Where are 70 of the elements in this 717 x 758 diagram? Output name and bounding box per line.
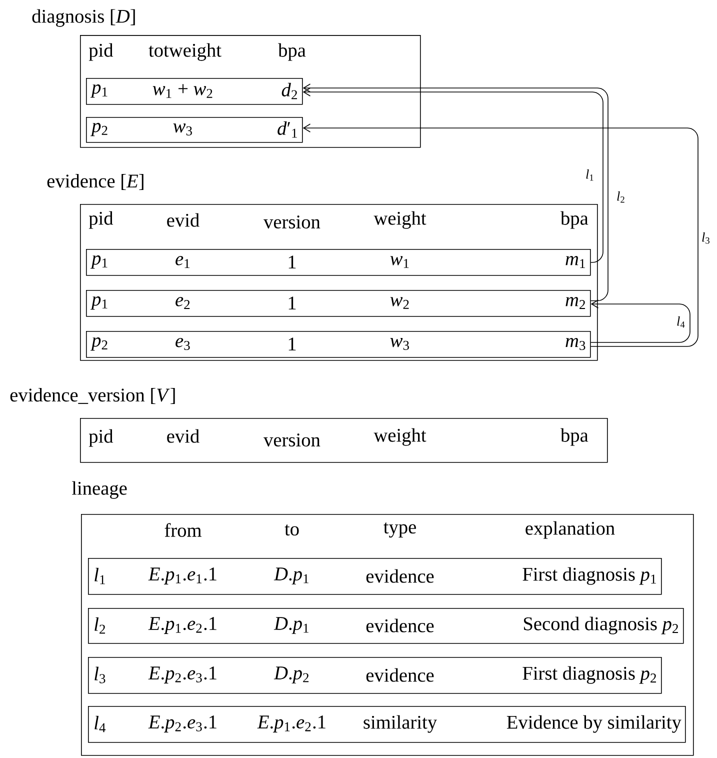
table-cell: p$_{1}$ <box>90 296 108 310</box>
column-header: explanation <box>526 521 615 539</box>
table-cell: m$_{3}$ <box>566 338 586 350</box>
table-cell: D.p$_{1}$ <box>274 617 308 634</box>
table-cell: m$_{2}$ <box>566 297 585 309</box>
column-header: type <box>384 522 416 538</box>
column-header: pid <box>88 211 114 229</box>
column-header: bpa <box>278 43 306 61</box>
column-header: pid <box>88 43 114 61</box>
table-cell: l$_{4}$ <box>94 716 106 732</box>
column-header: evid <box>167 213 200 227</box>
table-cell: l$_{2}$ <box>94 617 105 634</box>
column-header: bpa <box>560 428 588 446</box>
edge-label: l$_{1}$ <box>584 168 596 182</box>
column-header: to <box>284 524 299 536</box>
column-header: weight <box>374 211 426 229</box>
table-title: evidence [E] <box>47 174 144 190</box>
column-header: totweight <box>148 43 222 61</box>
column-header: evid <box>167 429 200 443</box>
table-cell: First diagnosis p$_{1}$ <box>522 567 656 585</box>
table-cell: m$_{1}$ <box>566 256 585 268</box>
edge-label: l$_{4}$ <box>675 315 687 329</box>
arrow <box>302 84 608 302</box>
column-header: version <box>264 216 320 228</box>
table-cell: 1 <box>288 296 296 310</box>
table-cell: w$_{3}$ <box>390 338 409 350</box>
column-header: weight <box>374 428 426 446</box>
table-cell: w$_{2}$ <box>390 297 409 309</box>
table-cell: E.p$_{1}$.e$_{2}$.1 <box>257 716 326 732</box>
table-cell: w$_{1}$ <box>390 256 409 268</box>
table-cell: p$_{1}$ <box>90 255 108 269</box>
arrow <box>302 124 698 347</box>
table-title: evidence_version [V] <box>10 388 175 404</box>
table-cell: p$_{1}$ <box>90 84 108 98</box>
table-cell: w$_{3}$ <box>173 124 192 136</box>
table-cell: l$_{1}$ <box>94 568 105 584</box>
table-cell: 1 <box>288 338 296 350</box>
table-cell: D.p$_{2}$ <box>274 666 309 684</box>
table-title: lineage <box>72 481 127 499</box>
table-cell: First diagnosis p$_{2}$ <box>522 666 656 684</box>
table-cell: p$_{2}$ <box>90 337 108 351</box>
column-header: version <box>264 434 320 446</box>
column-header: pid <box>88 429 114 447</box>
table-cell: evidence <box>366 668 434 682</box>
table-cell: e$_{1}$ <box>176 256 190 268</box>
table-cell: evidence <box>366 569 434 583</box>
table-cell: Second diagnosis p$_{2}$ <box>524 616 678 634</box>
edge-label: l$_{2}$ <box>615 190 627 204</box>
table-cell: similarity <box>364 715 437 733</box>
table-cell: p$_{2}$ <box>90 122 108 136</box>
table-cell: E.p$_{1}$.e$_{2}$.1 <box>148 617 216 634</box>
table-cell: Evidence by similarity <box>506 715 682 733</box>
table-cell: d′$_{1}$ <box>278 121 297 138</box>
edge-label: l$_{3}$ <box>700 231 712 246</box>
table-cell: evidence <box>366 618 434 632</box>
table-cell: 1 <box>288 256 296 268</box>
table-title: diagnosis [D] <box>32 9 135 27</box>
table-cell: d$_{2}$ <box>282 82 297 100</box>
table-cell: e$_{3}$ <box>176 338 190 350</box>
table-cell: w$_{1}$ + w$_{2}$ <box>152 84 212 98</box>
table-cell: E.p$_{2}$.e$_{3}$.1 <box>148 666 216 684</box>
table-cell: D.p$_{1}$ <box>274 568 308 584</box>
column-header: from <box>164 523 202 537</box>
table-cell: e$_{2}$ <box>176 297 190 309</box>
table-cell: E.p$_{2}$.e$_{3}$.1 <box>148 716 216 732</box>
arrow <box>590 300 690 343</box>
table-cell: E.p$_{1}$.e$_{1}$.1 <box>148 568 216 584</box>
arrow <box>302 88 604 263</box>
table-cell: l$_{3}$ <box>94 666 106 684</box>
column-header: bpa <box>560 211 588 229</box>
